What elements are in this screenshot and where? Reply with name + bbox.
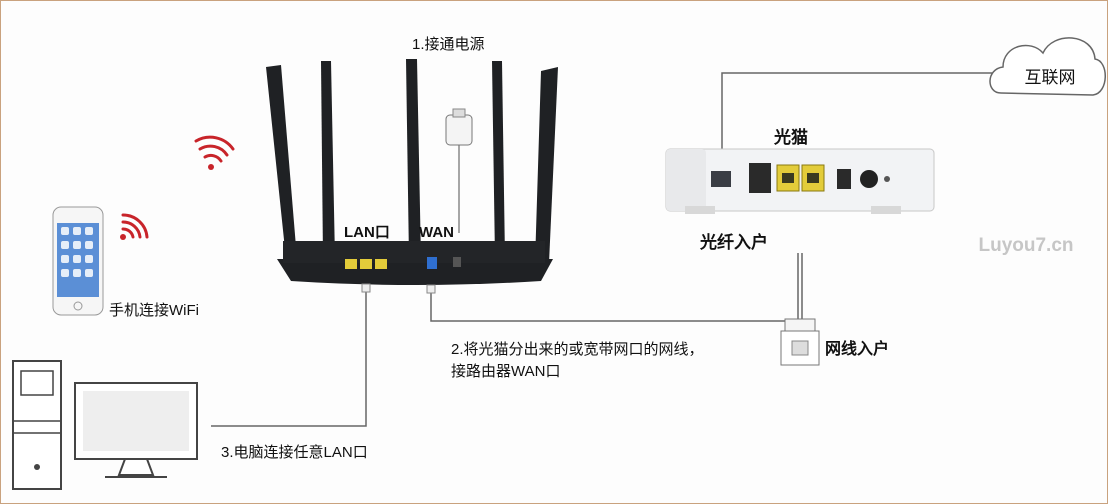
lan-port-label: LAN口	[344, 224, 390, 241]
wifi-signal-icon	[194, 135, 235, 170]
fiber-in-label: 光纤入户	[699, 232, 768, 252]
wan-cable-plug	[426, 284, 436, 294]
internet-label: 互联网	[1025, 68, 1076, 87]
cable-in-label: 网线入户	[825, 339, 889, 358]
power-label: 1.接通电源	[412, 36, 485, 53]
step2-line2: 接路由器WAN口	[451, 363, 560, 380]
watermark: Luyou7.cn	[978, 235, 1073, 256]
optical-modem: 光猫	[665, 127, 935, 214]
power-adapter	[445, 108, 473, 146]
pc-tower-icon	[12, 360, 62, 490]
modem-label: 光猫	[773, 127, 808, 147]
cable-fiber-in	[797, 253, 803, 319]
phone-wifi-signal-icon	[120, 213, 149, 240]
router-wan-port	[427, 257, 437, 269]
cable-router-lan-to-pc	[211, 286, 367, 427]
cable-wall-socket	[780, 318, 820, 366]
modem-lan-ports	[776, 164, 825, 192]
internet-cloud: 互联网	[989, 37, 1106, 96]
pc-monitor-icon	[74, 382, 198, 478]
step2-line1: 2.将光猫分出来的或宽带网口的网线，	[451, 341, 704, 358]
wan-port-label: WAN	[419, 224, 454, 241]
smartphone-icon	[52, 206, 104, 316]
router-lan-ports	[345, 259, 387, 269]
phone-wifi-label: 手机连接WiFi	[109, 302, 199, 319]
lan-cable-plug	[361, 283, 371, 293]
modem-pon-port	[711, 171, 731, 187]
cable-modem-to-internet	[721, 72, 996, 151]
wifi-router: LAN口 WAN	[266, 59, 558, 285]
cable-router-wan-to-modem	[430, 291, 791, 322]
step3-label: 3.电脑连接任意LAN口	[221, 443, 368, 461]
